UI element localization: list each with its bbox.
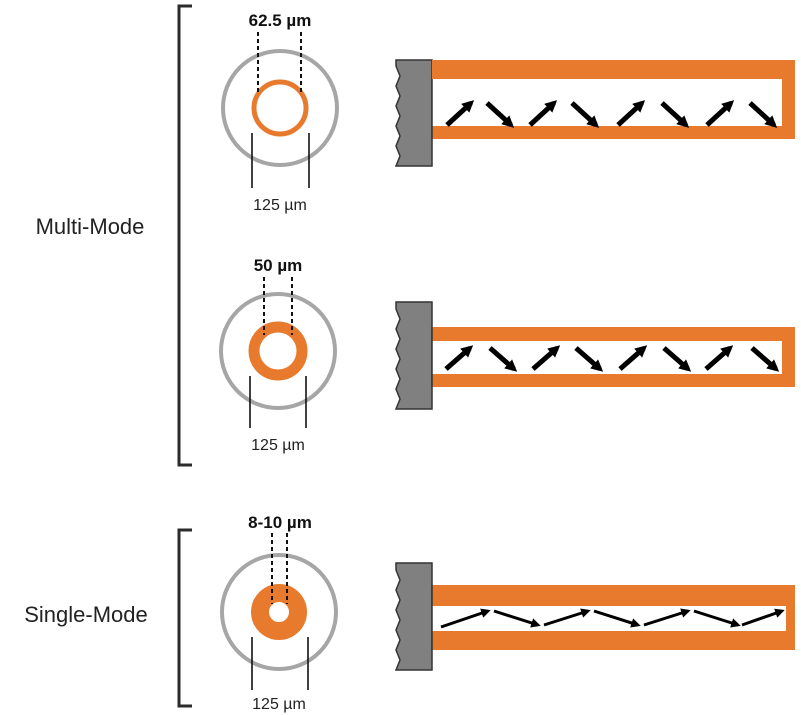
cladding-diameter-label: 125 µm	[253, 197, 307, 214]
zigzag-arrow-icon	[445, 100, 778, 128]
cladding-diameter-label: 125 µm	[251, 437, 305, 454]
core-diameter-label: 8-10 µm	[248, 513, 312, 532]
straight-arrow-icon	[440, 608, 785, 629]
cladding-diameter-label: 125 µm	[252, 696, 306, 713]
core-diameter-label: 50 µm	[254, 256, 303, 275]
fiber-8-10-cross-section	[220, 533, 338, 690]
zigzag-arrow-icon	[444, 345, 780, 372]
fiber-62-5-cross-section	[221, 32, 339, 188]
fiber-62-5-side-view	[394, 59, 795, 167]
fiber-50-cross-section	[219, 277, 337, 428]
multi-mode-bracket	[177, 4, 192, 467]
multi-mode-label: Multi-Mode	[36, 214, 145, 239]
fiber-8-10-side-view	[394, 562, 795, 671]
single-mode-label: Single-Mode	[24, 602, 148, 627]
single-mode-bracket	[177, 528, 192, 708]
core-diameter-label: 62.5 µm	[249, 11, 312, 30]
fiber-50-side-view	[394, 301, 795, 410]
